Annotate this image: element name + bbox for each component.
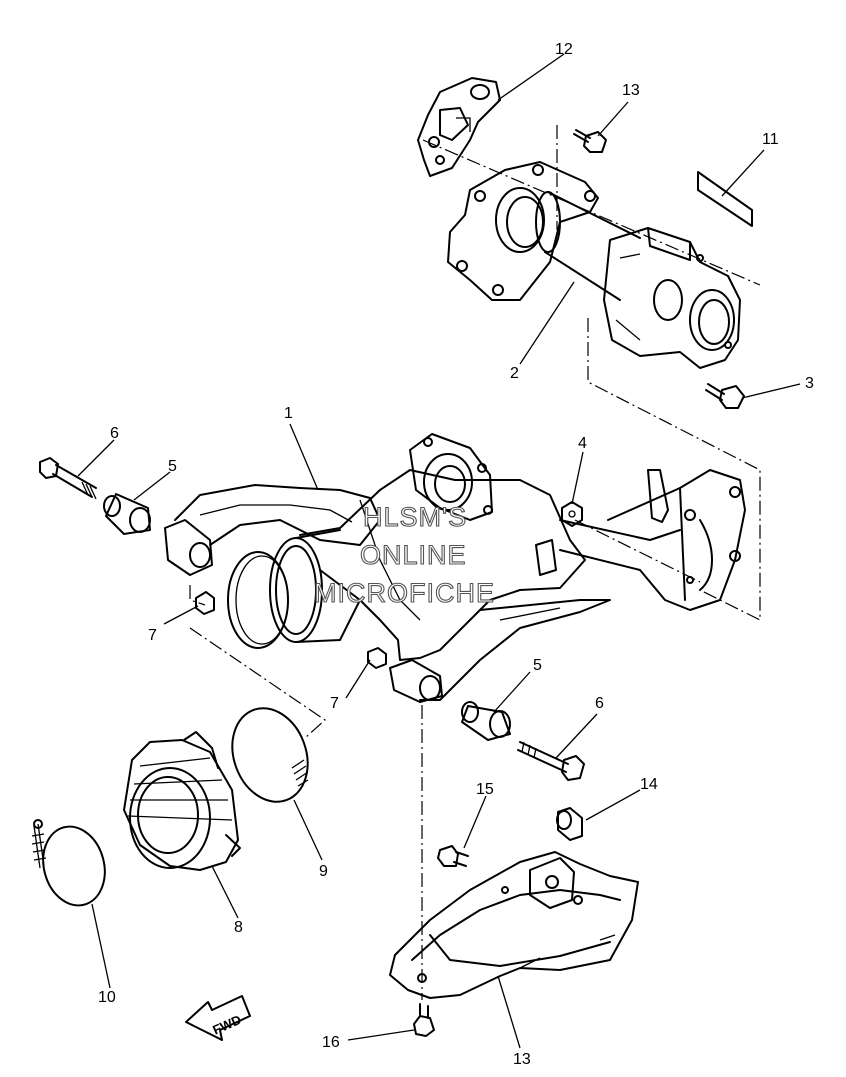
leader-lines bbox=[77, 53, 801, 1049]
part-8-boot bbox=[123, 731, 241, 871]
part-10-hose-clamp bbox=[31, 819, 106, 907]
callout-9: 9 bbox=[319, 863, 328, 880]
callout-7-upper: 7 bbox=[148, 627, 157, 644]
part-5-bushing-left bbox=[103, 493, 151, 535]
callout-13-upper: 15 bbox=[476, 781, 494, 798]
watermark: HLSM'S ONLINE MICROFICHE bbox=[313, 501, 495, 608]
callout-10: 10 bbox=[98, 989, 116, 1006]
callout-6-lower: 6 bbox=[595, 695, 604, 712]
watermark-line-2: ONLINE bbox=[360, 540, 467, 570]
part-3-bolt bbox=[705, 383, 745, 409]
part-13-bolt-lower bbox=[413, 1003, 435, 1037]
callout-labels: 12 13 11 2 3 1 4 6 5 7 7 5 6 9 8 10 15 1… bbox=[98, 41, 814, 1068]
callout-6-upper: 6 bbox=[110, 425, 119, 442]
part-1-swing-arm bbox=[164, 433, 746, 703]
part-14-label bbox=[697, 171, 753, 227]
callout-4: 4 bbox=[578, 435, 587, 452]
callout-5-upper: 5 bbox=[168, 458, 177, 475]
part-13-bolt-upper bbox=[437, 845, 469, 867]
part-15-bracket bbox=[417, 77, 501, 177]
callout-3: 3 bbox=[805, 375, 814, 392]
part-9-spring-ring bbox=[231, 707, 309, 803]
fwd-arrow-icon: FWD bbox=[185, 995, 251, 1041]
fwd-label: FWD bbox=[210, 1012, 243, 1038]
part-6-pivot-bolt-left bbox=[39, 457, 97, 500]
part-7-washer-upper bbox=[195, 591, 215, 615]
part-11-skid-plate bbox=[389, 851, 639, 999]
callout-14: 11 bbox=[762, 131, 779, 148]
part-2-axle-housing bbox=[447, 161, 741, 369]
watermark-line-1: HLSM'S bbox=[363, 502, 467, 532]
callout-11: 13 bbox=[513, 1051, 531, 1068]
callout-16: 13 bbox=[622, 82, 640, 99]
watermark-line-3: MICROFICHE bbox=[314, 578, 495, 608]
callout-5-lower: 5 bbox=[533, 657, 542, 674]
callout-8: 8 bbox=[234, 919, 243, 936]
callout-7-lower: 7 bbox=[330, 695, 339, 712]
part-5-bushing-right bbox=[461, 701, 511, 741]
part-16-bolt bbox=[573, 129, 607, 153]
part-7-washer-lower bbox=[367, 647, 387, 669]
part-12-stopper bbox=[556, 807, 583, 841]
callout-12: 14 bbox=[640, 776, 658, 793]
callout-1: 1 bbox=[284, 405, 293, 422]
part-9-ring-upper bbox=[227, 551, 289, 649]
callout-15: 12 bbox=[555, 41, 573, 58]
part-6-pivot-bolt-right bbox=[517, 741, 585, 781]
callout-2: 2 bbox=[510, 365, 519, 382]
callout-13-lower: 16 bbox=[322, 1034, 340, 1051]
